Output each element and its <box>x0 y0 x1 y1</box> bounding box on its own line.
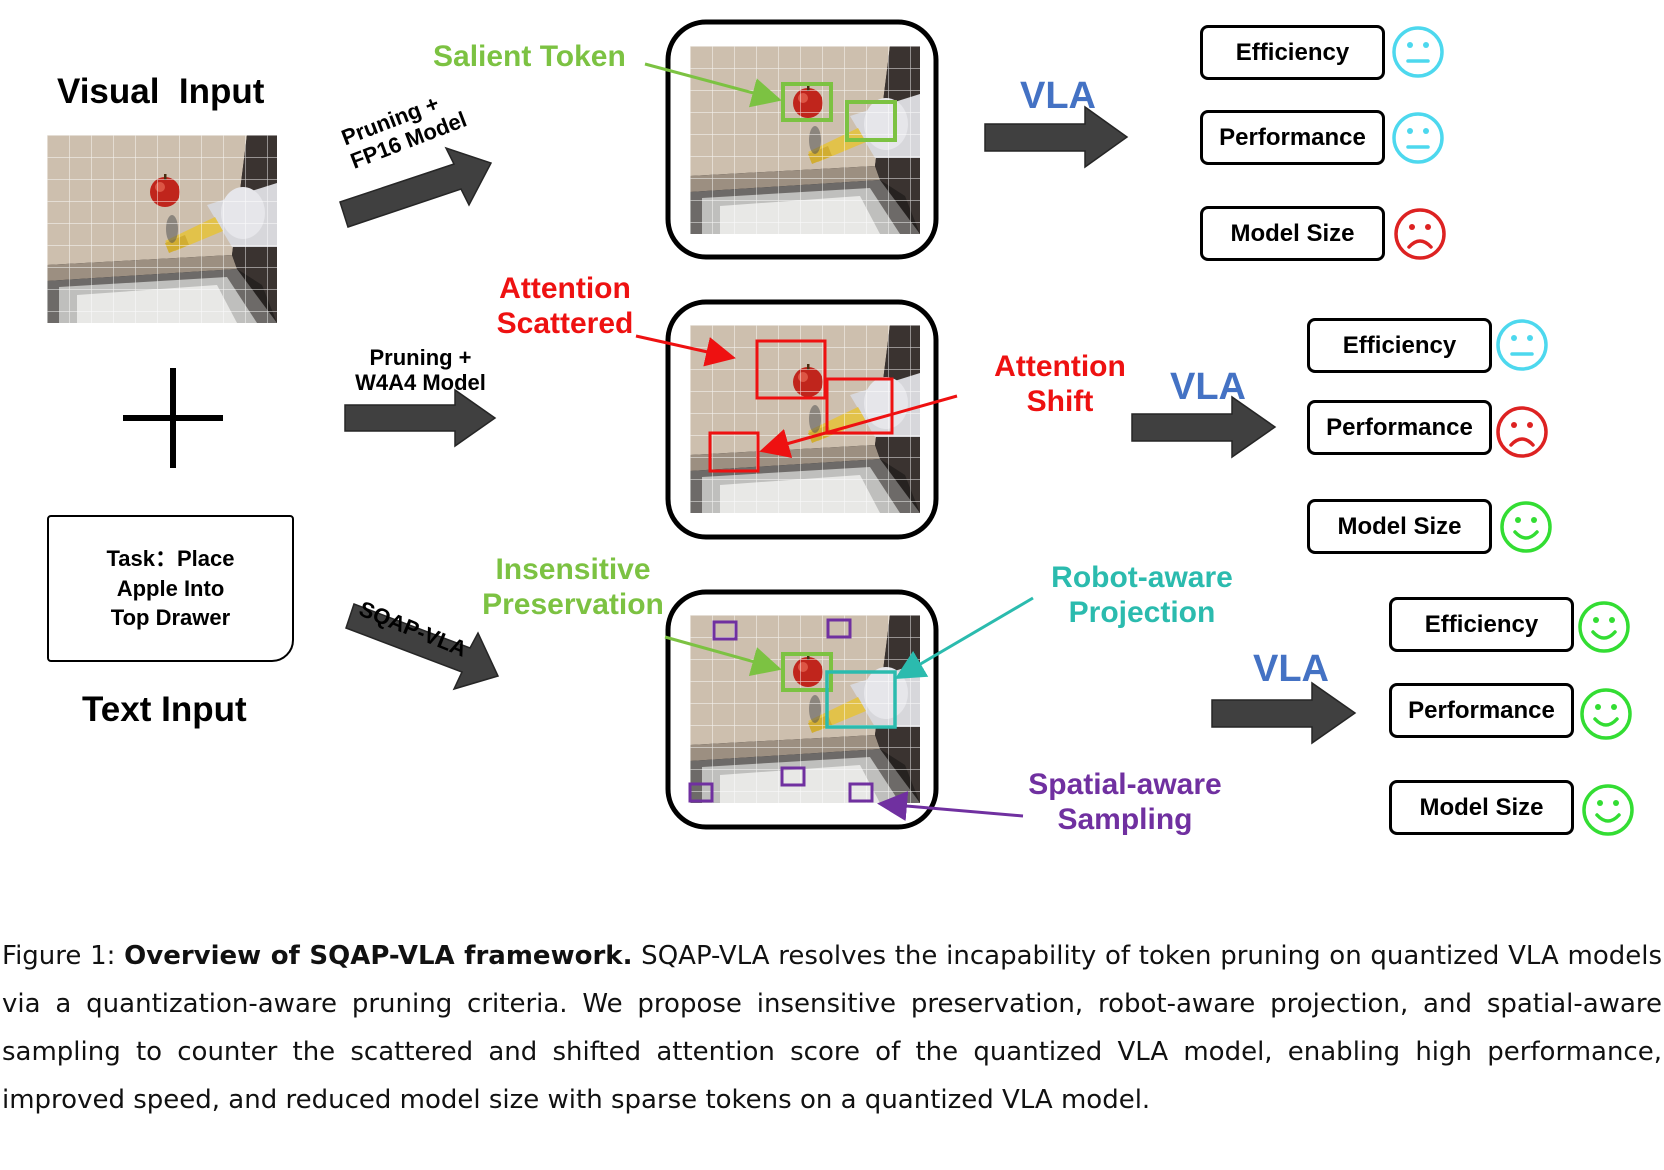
sampled-token-box <box>848 782 874 803</box>
sampled-token-box <box>826 618 852 639</box>
vla-label-row1: VLA <box>1020 75 1096 117</box>
metric-performance-row3: Performance <box>1389 683 1574 738</box>
panel-sqap <box>664 589 1034 830</box>
insensitive-preservation-pointer <box>664 635 782 676</box>
face-layer <box>1392 26 1634 836</box>
neutral-face-icon <box>1496 319 1548 371</box>
arrow-row1 <box>339 146 493 228</box>
salient-token-pointer <box>644 62 782 108</box>
scattered-attention-box <box>708 431 760 473</box>
neutral-face-icon <box>1392 26 1444 78</box>
metric-model-size-row3: Model Size <box>1389 780 1574 835</box>
metric-performance-row1: Performance <box>1200 110 1385 165</box>
happy-face-icon <box>1582 784 1634 836</box>
task-text-box: Task：Place Apple Into Top Drawer <box>47 515 294 662</box>
scattered-attention-box <box>825 377 894 435</box>
salient-token-box <box>845 100 897 142</box>
arrow-row2-label: Pruning + W4A4 Model <box>355 345 486 396</box>
panel-w4a4 <box>635 299 958 540</box>
vla-arrow-row3 <box>1211 681 1357 745</box>
vla-arrow-row1 <box>984 105 1129 169</box>
figure: Visual Input Task：Place Apple Into Top D… <box>47 19 1634 836</box>
caption-title: Overview of SQAP-VLA framework. <box>124 941 633 971</box>
text-input-title: Text Input <box>82 690 247 729</box>
neutral-face-icon <box>1392 112 1444 164</box>
panel-fp16 <box>644 19 939 260</box>
metric-model-size-row2: Model Size <box>1307 499 1492 554</box>
visual-input-image <box>47 135 277 323</box>
vla-arrow-row2 <box>1131 395 1277 459</box>
robot-aware-projection-label: Robot-aware Projection <box>1051 561 1233 629</box>
caption-label: Figure 1: <box>2 941 125 971</box>
sad-face-icon <box>1394 208 1446 260</box>
caption-body: SQAP-VLA resolves the incapability of to… <box>2 941 1662 1115</box>
plus-icon <box>123 368 223 468</box>
attention-scattered-label: Attention Scattered <box>496 272 634 340</box>
insensitive-preservation-label: Insensitive Preservation <box>482 553 664 621</box>
metric-performance-row2: Performance <box>1307 400 1492 455</box>
vla-label-row3: VLA <box>1253 648 1329 690</box>
metric-model-size-row1: Model Size <box>1200 206 1385 261</box>
vla-label-row2: VLA <box>1170 366 1246 408</box>
metric-efficiency-row1: Efficiency <box>1200 25 1385 80</box>
sampled-token-box <box>688 782 714 803</box>
projection-box <box>825 670 897 729</box>
figure-graphics <box>47 19 1634 836</box>
attention-scattered-pointer <box>635 334 736 367</box>
happy-face-icon <box>1500 501 1552 553</box>
robot-aware-pointer <box>894 596 1034 680</box>
happy-face-icon <box>1580 688 1632 740</box>
salient-token-label: Salient Token <box>433 40 626 73</box>
sad-face-icon <box>1496 406 1548 458</box>
visual-input-title: Visual Input <box>57 72 265 111</box>
arrow-row3 <box>345 603 500 691</box>
attention-shift-pointer <box>759 394 958 458</box>
happy-face-icon <box>1578 601 1630 653</box>
metric-efficiency-row3: Efficiency <box>1389 597 1574 652</box>
metric-efficiency-row2: Efficiency <box>1307 318 1492 373</box>
sampled-token-box <box>712 620 738 641</box>
spatial-aware-pointer <box>877 791 1024 821</box>
attention-shift-label: Attention Shift <box>994 350 1126 418</box>
figure-caption: Figure 1: Overview of SQAP-VLA framework… <box>2 932 1662 1124</box>
arrow-row2 <box>344 388 497 448</box>
sampled-token-box <box>780 766 806 787</box>
scattered-attention-box <box>755 339 827 400</box>
spatial-aware-sampling-label: Spatial-aware Sampling <box>1028 768 1222 836</box>
salient-token-box <box>781 82 833 122</box>
